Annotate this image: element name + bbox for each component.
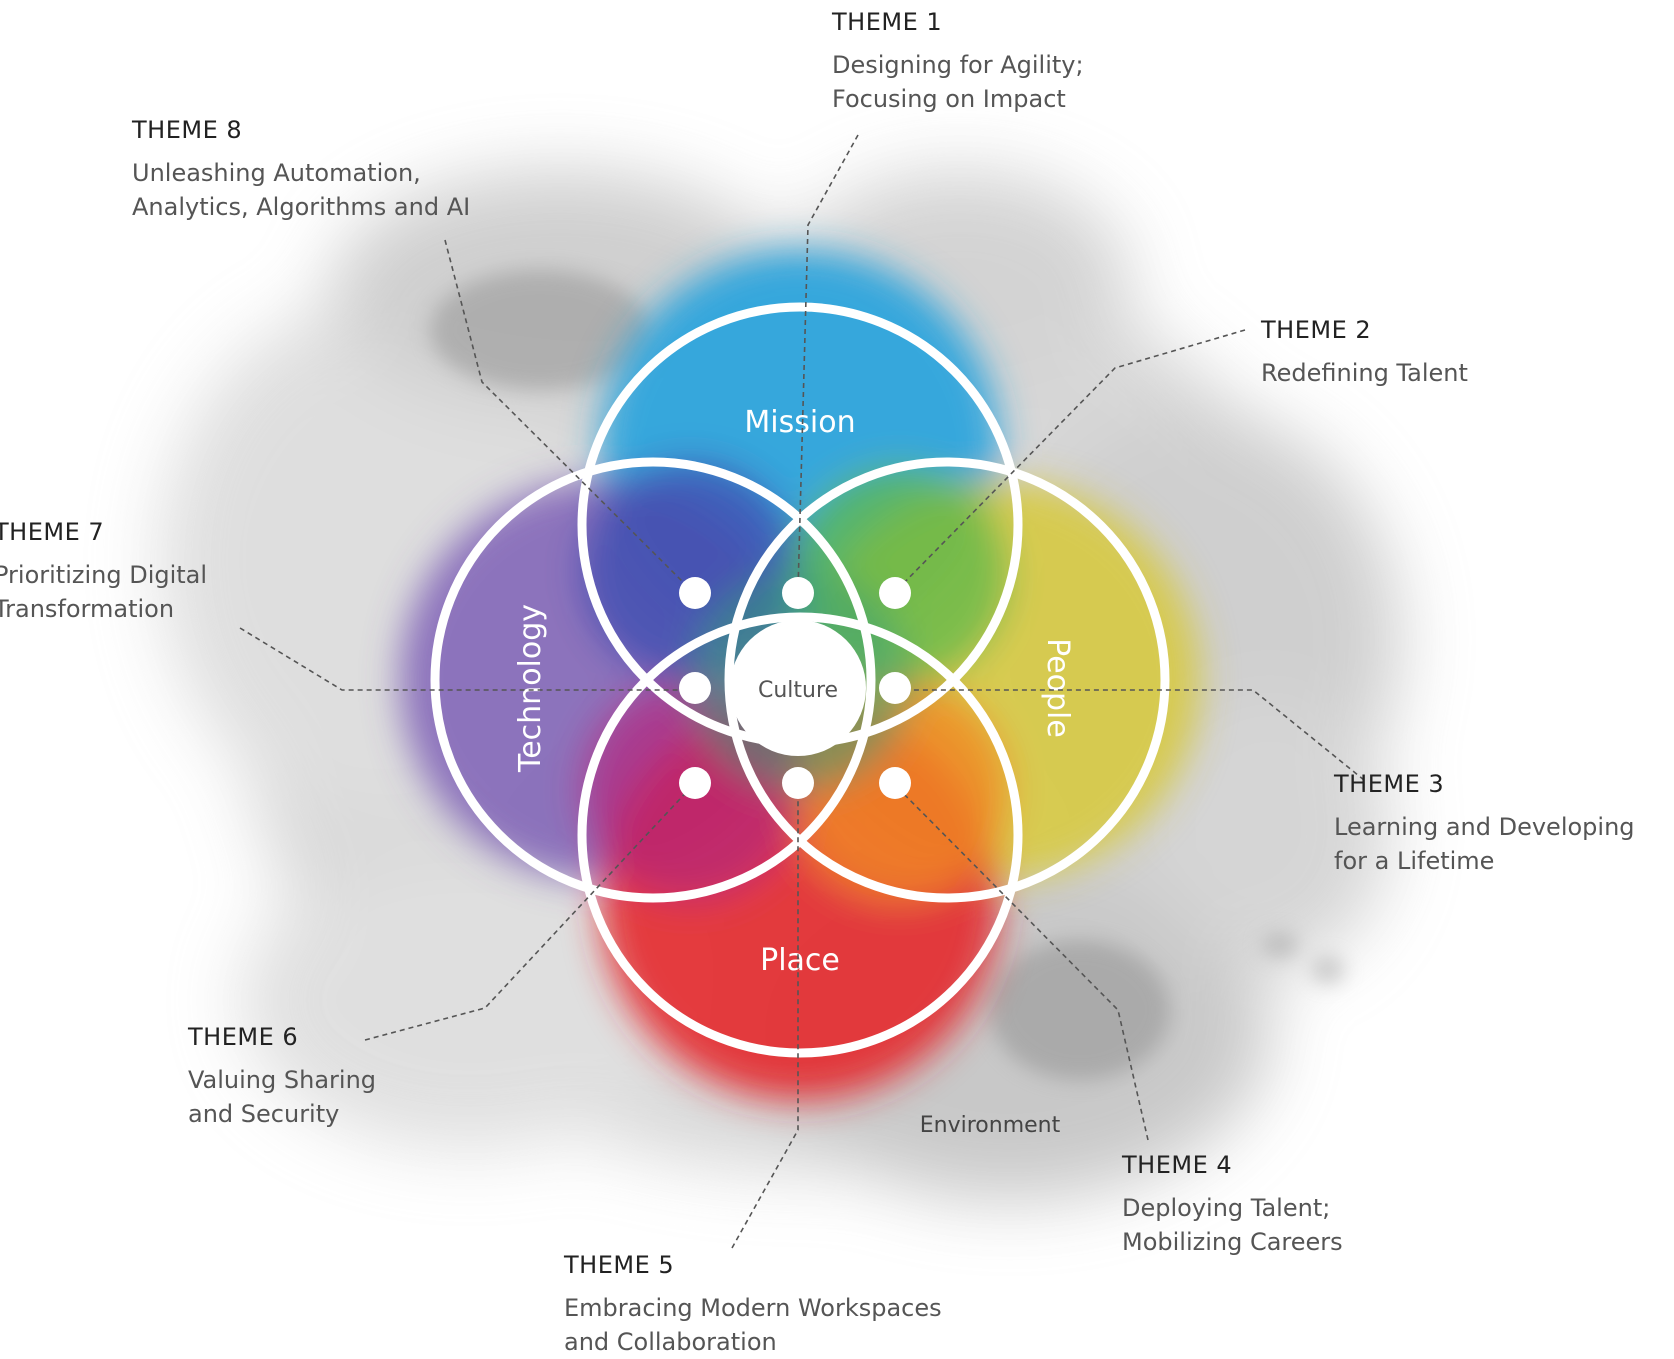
dot-theme-6 (679, 767, 711, 799)
people-label: People (1040, 638, 1075, 738)
mission-label: Mission (744, 405, 855, 440)
environment-splotches (430, 270, 1344, 1080)
theme-line: and Collaboration (564, 1328, 777, 1356)
theme-description: Prioritizing Digital Transformation (0, 558, 207, 626)
theme-description: Deploying Talent; Mobilizing Careers (1122, 1191, 1343, 1259)
culture-label: Culture (758, 678, 838, 703)
theme-description: Designing for Agility; Focusing on Impac… (832, 48, 1084, 116)
theme-title: THEME 3 (1334, 770, 1445, 798)
theme-description: Embracing Modern Workspaces and Collabor… (564, 1291, 942, 1359)
theme-line: Designing for Agility; (832, 51, 1084, 79)
dot-theme-7 (679, 672, 711, 704)
theme-description: Unleashing Automation, Analytics, Algori… (132, 156, 470, 224)
leader-theme-2 (894, 329, 1246, 593)
people-ring (724, 457, 1170, 903)
theme-line: and Security (188, 1100, 340, 1128)
theme-line: Mobilizing Careers (1122, 1228, 1343, 1256)
theme-5-label: THEME 5 Embracing Modern Workspaces and … (564, 1251, 942, 1359)
leader-theme-8 (444, 239, 694, 593)
place-label: Place (760, 943, 840, 978)
technology-ring (430, 457, 876, 903)
theme-4-label: THEME 4 Deploying Talent; Mobilizing Car… (1122, 1151, 1343, 1259)
theme-title: THEME 5 (564, 1251, 675, 1279)
venn-rings (430, 302, 1170, 1058)
theme-line: Transformation (0, 595, 175, 623)
theme-title: THEME 4 (1122, 1151, 1233, 1179)
leader-lines (239, 134, 1365, 1249)
theme-line: Valuing Sharing (188, 1066, 377, 1094)
theme-line: Analytics, Algorithms and AI (132, 193, 471, 221)
dot-theme-2 (879, 577, 911, 609)
place-ring (577, 612, 1023, 1058)
theme-title: THEME 8 (132, 116, 243, 144)
theme-line: Prioritizing Digital (0, 561, 208, 589)
theme-line: Learning and Developing (1334, 813, 1635, 841)
theme-dots (679, 577, 911, 799)
theme-line: Embracing Modern Workspaces (564, 1294, 942, 1322)
leader-theme-1 (797, 134, 859, 591)
dot-theme-5 (782, 767, 814, 799)
leader-theme-6 (364, 784, 694, 1041)
leader-theme-7 (239, 627, 693, 691)
environment-label: Environment (920, 1113, 1061, 1138)
theme-title: THEME 7 (0, 518, 105, 546)
dot-theme-8 (679, 577, 711, 609)
theme-line: Deploying Talent; (1122, 1194, 1331, 1222)
dot-theme-4 (879, 767, 911, 799)
theme-3-label: THEME 3 Learning and Developing for a Li… (1334, 770, 1635, 878)
dot-theme-1 (782, 577, 814, 609)
theme-title: THEME 1 (832, 8, 943, 36)
leader-theme-3 (895, 689, 1365, 781)
leader-theme-5 (731, 790, 799, 1249)
theme-line: Redefining Talent (1261, 359, 1468, 387)
theme-title: THEME 6 (188, 1023, 299, 1051)
leader-theme-4 (894, 784, 1149, 1141)
culture-circle (730, 620, 866, 756)
theme-line: Focusing on Impact (832, 85, 1066, 113)
theme-6-label: THEME 6 Valuing Sharing and Security (188, 1023, 376, 1131)
dot-theme-3 (879, 672, 911, 704)
theme-description: Valuing Sharing and Security (188, 1063, 376, 1131)
theme-line: for a Lifetime (1334, 847, 1495, 875)
theme-7-label: THEME 7 Prioritizing Digital Transformat… (0, 518, 207, 626)
theme-2-label: THEME 2 Redefining Talent (1261, 316, 1468, 390)
theme-8-label: THEME 8 Unleashing Automation, Analytics… (132, 116, 470, 224)
theme-description: Learning and Developing for a Lifetime (1334, 810, 1635, 878)
theme-description: Redefining Talent (1261, 356, 1468, 390)
theme-1-label: THEME 1 Designing for Agility; Focusing … (832, 8, 1084, 116)
theme-title: THEME 2 (1261, 316, 1372, 344)
technology-label: Technology (513, 604, 548, 773)
theme-line: Unleashing Automation, (132, 159, 421, 187)
